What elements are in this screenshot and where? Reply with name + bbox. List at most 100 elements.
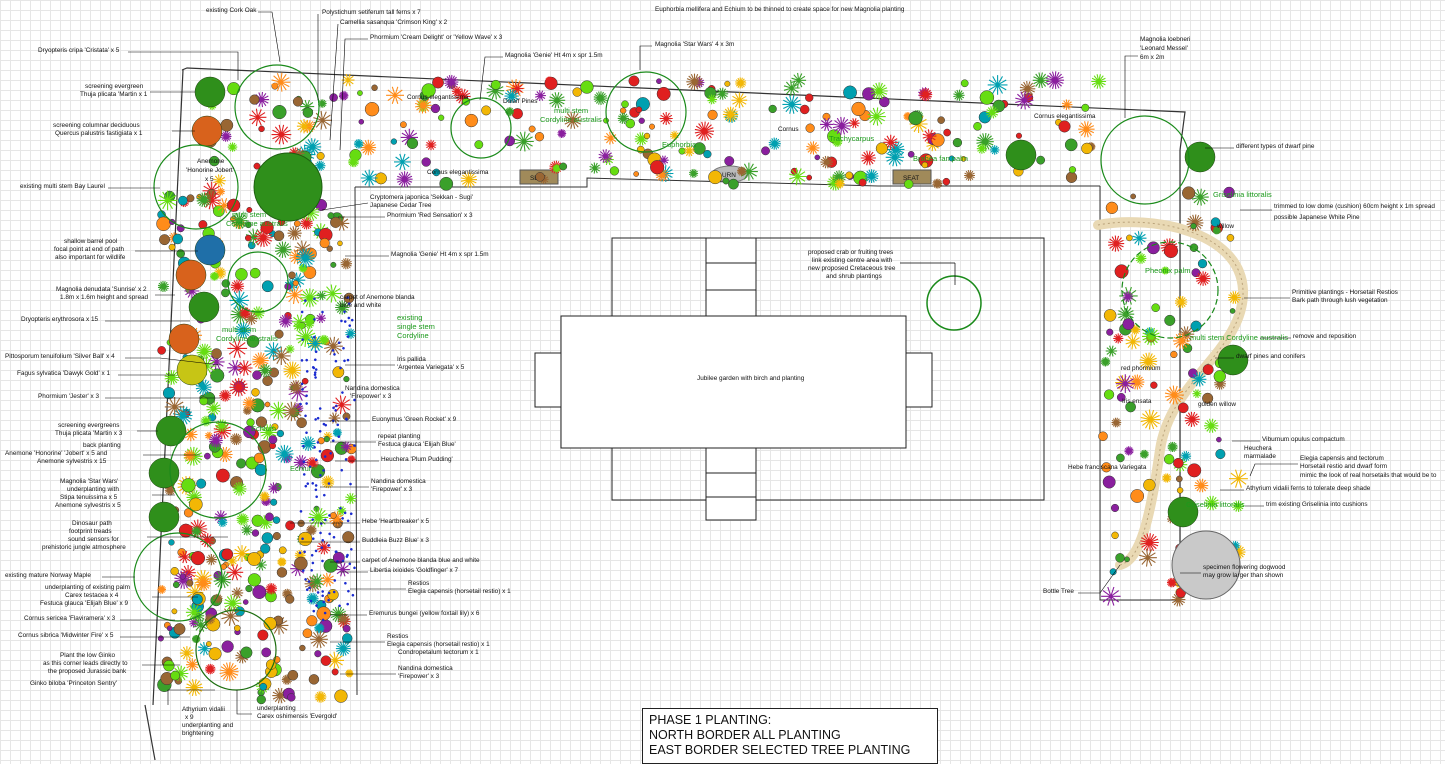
plan-label: Euphorbia xyxy=(662,140,697,149)
plant-symbol xyxy=(432,168,441,177)
plant-symbol xyxy=(157,635,164,642)
plant-symbol xyxy=(249,94,260,105)
plant-symbol xyxy=(159,234,170,246)
plant-symbol xyxy=(903,179,914,189)
plant-symbol xyxy=(302,460,306,464)
plant-symbol xyxy=(259,682,268,691)
plant-symbol xyxy=(1139,449,1149,459)
plant-symbol xyxy=(340,257,353,270)
plant-symbol xyxy=(344,581,347,585)
plant-symbol xyxy=(345,669,354,678)
plant-symbol xyxy=(313,297,316,301)
plant-symbol xyxy=(268,482,280,494)
plant-symbol xyxy=(1130,193,1137,200)
plant-symbol xyxy=(342,624,351,633)
plant-symbol xyxy=(235,268,248,281)
plant-symbol xyxy=(334,404,338,408)
plant-symbol xyxy=(168,323,200,355)
plant-symbol xyxy=(278,314,293,328)
proposed-crab-tree xyxy=(926,275,982,331)
plant-symbol xyxy=(1111,417,1122,428)
plant-symbol xyxy=(304,484,308,488)
plant-symbol xyxy=(272,346,291,366)
plant-symbol xyxy=(300,310,304,314)
plant-symbol xyxy=(300,436,316,452)
plant-symbol xyxy=(617,112,630,125)
plan-label: screening columnar deciduous xyxy=(53,122,140,129)
plant-symbol xyxy=(1132,231,1147,246)
svg-text:SEAT: SEAT xyxy=(903,175,919,182)
plant-symbol xyxy=(1216,436,1222,443)
plant-symbol xyxy=(300,359,304,362)
plant-symbol xyxy=(1015,132,1022,139)
plant-symbol xyxy=(323,518,327,522)
leader-lines xyxy=(102,11,1298,715)
plan-label: link existing centre area with xyxy=(812,257,893,264)
plant-symbol xyxy=(330,261,337,268)
plant-symbol xyxy=(511,82,524,95)
plant-symbol xyxy=(303,550,306,554)
plant-symbol xyxy=(164,485,176,496)
plan-label: Pittosporum tenuifolium 'Silver Ball' x … xyxy=(5,353,115,360)
plant-symbol xyxy=(1215,449,1226,460)
plan-label: Restios xyxy=(387,633,408,640)
plant-symbol xyxy=(1151,303,1160,313)
plant-symbol xyxy=(206,401,221,416)
plant-symbol xyxy=(157,585,167,594)
plant-symbol xyxy=(155,415,187,447)
plan-label: Japanese Cedar Tree xyxy=(370,202,432,209)
plan-label: Camellia sasanqua 'Crimson King' x 2 xyxy=(340,19,448,26)
plan-label: specimen flowering dogwood xyxy=(1203,564,1286,571)
plant-symbol xyxy=(337,612,350,625)
plant-symbol xyxy=(311,518,315,521)
plant-symbol xyxy=(1036,155,1046,165)
plant-symbol xyxy=(335,562,350,577)
plant-symbol xyxy=(1163,454,1175,465)
plant-symbol xyxy=(300,288,320,308)
plant-symbol xyxy=(1192,389,1202,399)
plant-symbol xyxy=(216,187,225,196)
plant-symbol xyxy=(305,588,309,592)
plan-label: Anemone sylvestris x 15 xyxy=(37,458,107,465)
plant-symbol xyxy=(883,134,899,150)
plant-symbol xyxy=(819,117,834,131)
plan-label: Elegia capensis (horsetail restio) x 1 xyxy=(408,588,511,595)
flowering-dogwood xyxy=(1171,530,1241,600)
plant-symbol xyxy=(321,594,325,598)
plant-symbol xyxy=(960,79,969,88)
plant-symbol xyxy=(316,416,320,420)
plant-symbol xyxy=(1187,463,1202,478)
plant-symbol xyxy=(321,559,324,563)
plant-symbol xyxy=(172,233,184,245)
plant-symbol xyxy=(843,85,857,100)
plant-symbol xyxy=(314,484,318,487)
plant-symbol xyxy=(249,267,261,279)
plant-symbol xyxy=(341,391,344,394)
plant-symbol xyxy=(406,137,419,149)
plant-symbol xyxy=(170,670,180,681)
plant-symbol xyxy=(318,99,327,108)
plant-symbol xyxy=(220,118,234,132)
plant-symbol xyxy=(867,107,886,126)
plant-symbol xyxy=(211,348,222,359)
plant-symbol xyxy=(292,280,299,287)
plan-label: 1.8m x 1.6m height and spread xyxy=(60,294,149,301)
plant-symbol xyxy=(425,139,437,151)
plant-symbol xyxy=(253,228,273,248)
plant-symbol xyxy=(309,599,313,603)
plant-symbol xyxy=(276,567,288,578)
plant-symbol xyxy=(301,338,305,341)
plant-symbol xyxy=(246,206,253,213)
plan-label: Elegia capensis (horsetail restio) x 1 xyxy=(387,641,490,648)
plan-label: Horsetail restio and dwarf form xyxy=(1300,463,1387,470)
plant-symbol xyxy=(210,368,225,383)
plant-symbol xyxy=(722,177,730,185)
plant-symbol xyxy=(328,412,341,424)
plant-symbol xyxy=(694,121,715,141)
plant-symbol xyxy=(320,655,332,666)
plant-symbol xyxy=(148,457,180,489)
plant-symbol xyxy=(1163,243,1179,259)
plan-label: and shrub plantings xyxy=(826,273,882,280)
plant-symbol xyxy=(178,195,188,206)
plant-symbol xyxy=(364,101,380,117)
